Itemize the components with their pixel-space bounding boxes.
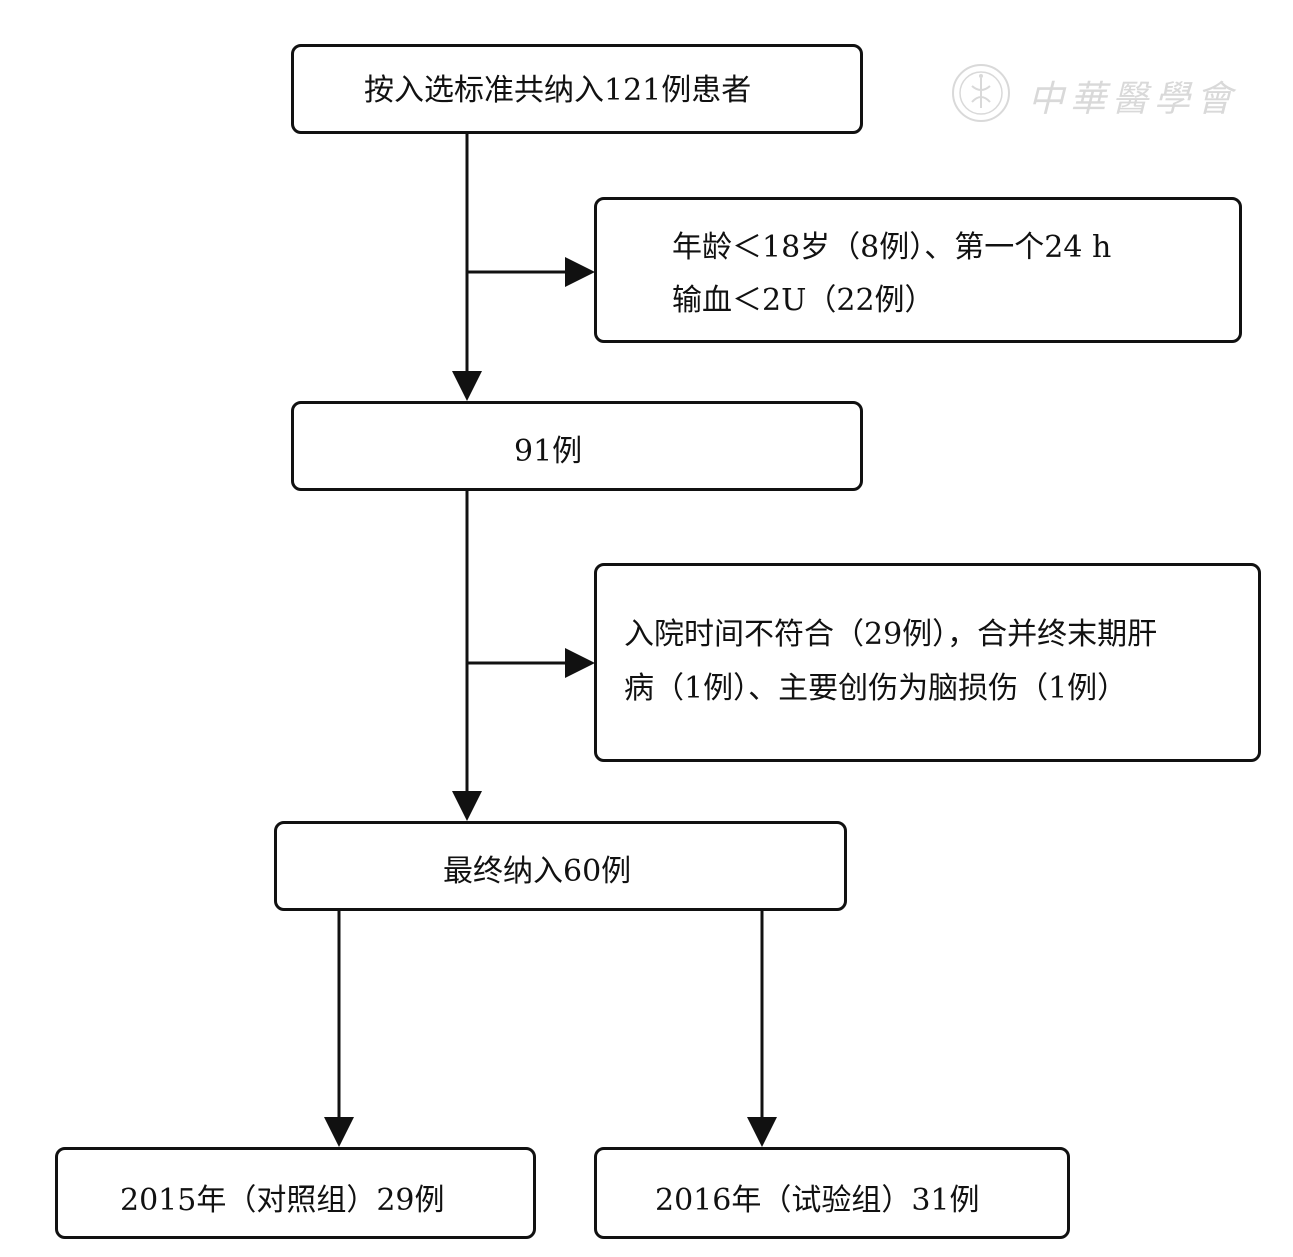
final-included-label: 最终纳入60例: [443, 854, 632, 889]
exclusion-1-line-1: 年龄＜18岁（8例）、第一个24 h: [672, 230, 1112, 265]
exclusion-2-line-2: 病（1例）、主要创伤为脑损伤（1例）: [624, 671, 1128, 706]
enrolled-label: 按入选标准共纳入121例患者: [364, 73, 752, 108]
box-after-exclusion-1: 91例: [291, 401, 863, 491]
box-exclusion-2: 入院时间不符合（29例），合并终末期肝 病（1例）、主要创伤为脑损伤（1例）: [594, 563, 1261, 762]
after-exclusion-1-label: 91例: [514, 434, 583, 469]
box-control-group: 2015年（对照组）29例: [55, 1147, 536, 1239]
box-trial-group: 2016年（试验组）31例: [594, 1147, 1070, 1239]
society-seal-logo: [952, 64, 1010, 122]
trial-group-label: 2016年（试验组）31例: [655, 1183, 980, 1218]
exclusion-1-line-2: 输血＜2U（22例）: [672, 283, 935, 318]
box-enrolled: 按入选标准共纳入121例患者: [291, 44, 863, 134]
control-group-label: 2015年（对照组）29例: [120, 1183, 445, 1218]
watermark-org-name: 中華醫學會: [1028, 79, 1239, 120]
box-final-included: 最终纳入60例: [274, 821, 847, 911]
exclusion-2-line-1: 入院时间不符合（29例），合并终末期肝: [624, 617, 1158, 652]
box-exclusion-1: 年龄＜18岁（8例）、第一个24 h 输血＜2U（22例）: [594, 197, 1242, 343]
